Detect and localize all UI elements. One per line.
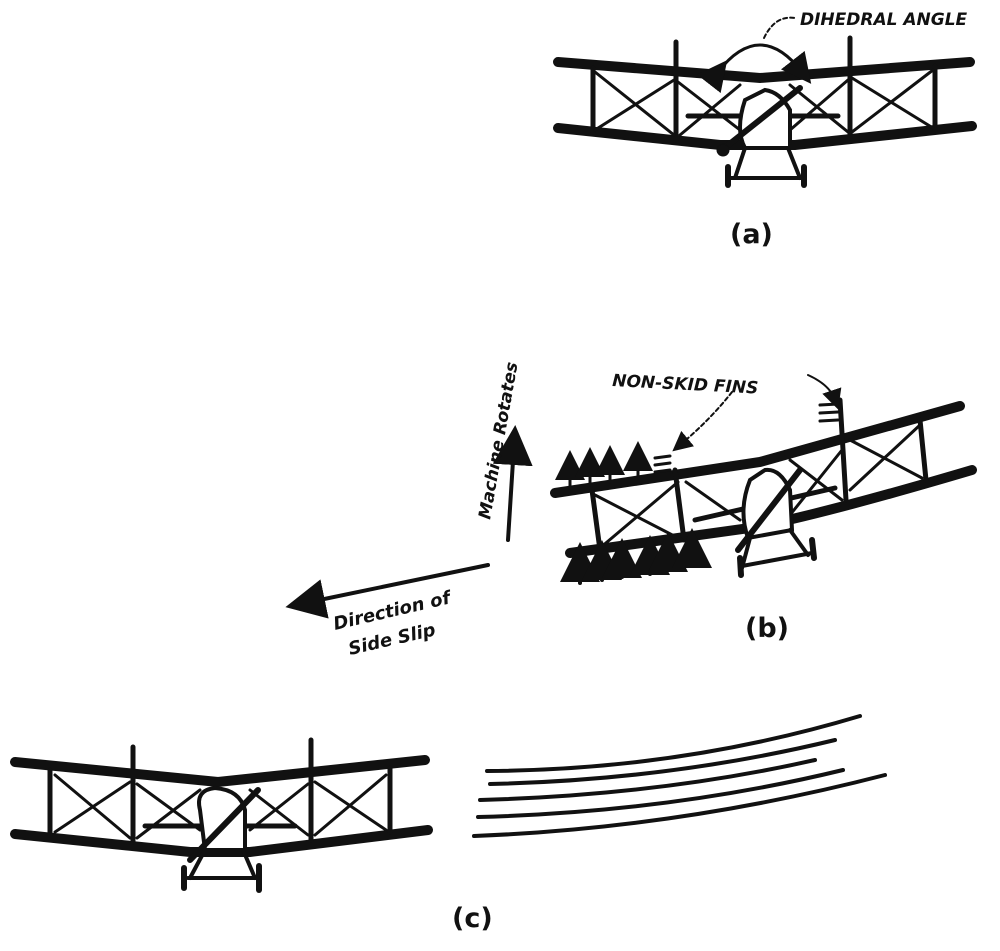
non-skid-fins-label: NON-SKID FINS <box>612 371 759 399</box>
propeller <box>735 467 803 553</box>
panel-b-biplane <box>550 374 977 585</box>
airflow-streamlines <box>472 714 887 838</box>
panel-b-caption: (b) <box>745 613 789 644</box>
landing-gear <box>725 146 807 188</box>
fuselage <box>197 785 247 852</box>
dihedral-leader-line <box>763 16 796 39</box>
landing-gear <box>737 528 817 578</box>
fins-leader-line-1 <box>672 391 733 452</box>
panel-a-caption: (a) <box>730 219 773 250</box>
streamline <box>485 714 862 773</box>
fins-leader-line-2 <box>807 374 842 410</box>
streamline <box>472 773 887 838</box>
upper-wing <box>550 401 965 498</box>
panel-a-biplane <box>553 16 977 188</box>
panel-c-caption: (c) <box>452 903 493 934</box>
streamline <box>488 738 837 786</box>
fuselage <box>741 467 795 541</box>
lower-lift-arrows <box>560 528 712 585</box>
rotation-arrow <box>492 425 533 542</box>
propeller <box>719 85 803 153</box>
wing-struts <box>590 35 938 143</box>
wing-bracing <box>593 68 935 137</box>
dihedral-angle-label: DIHEDRAL ANGLE <box>800 10 968 30</box>
machine-rotates-label: Machine Rotates <box>475 361 522 521</box>
wing-struts <box>47 737 393 845</box>
upper-wing <box>553 57 975 84</box>
upper-lift-arrows <box>555 441 653 490</box>
propeller <box>187 787 261 863</box>
streamline <box>478 758 817 802</box>
landing-gear <box>181 848 262 893</box>
upper-wing <box>10 755 430 788</box>
wing-bracing <box>53 773 388 840</box>
panel-c-biplane <box>10 737 433 893</box>
streamline <box>476 768 845 819</box>
side-slip-arrow <box>285 563 490 619</box>
dihedral-angle-arc <box>696 43 812 94</box>
